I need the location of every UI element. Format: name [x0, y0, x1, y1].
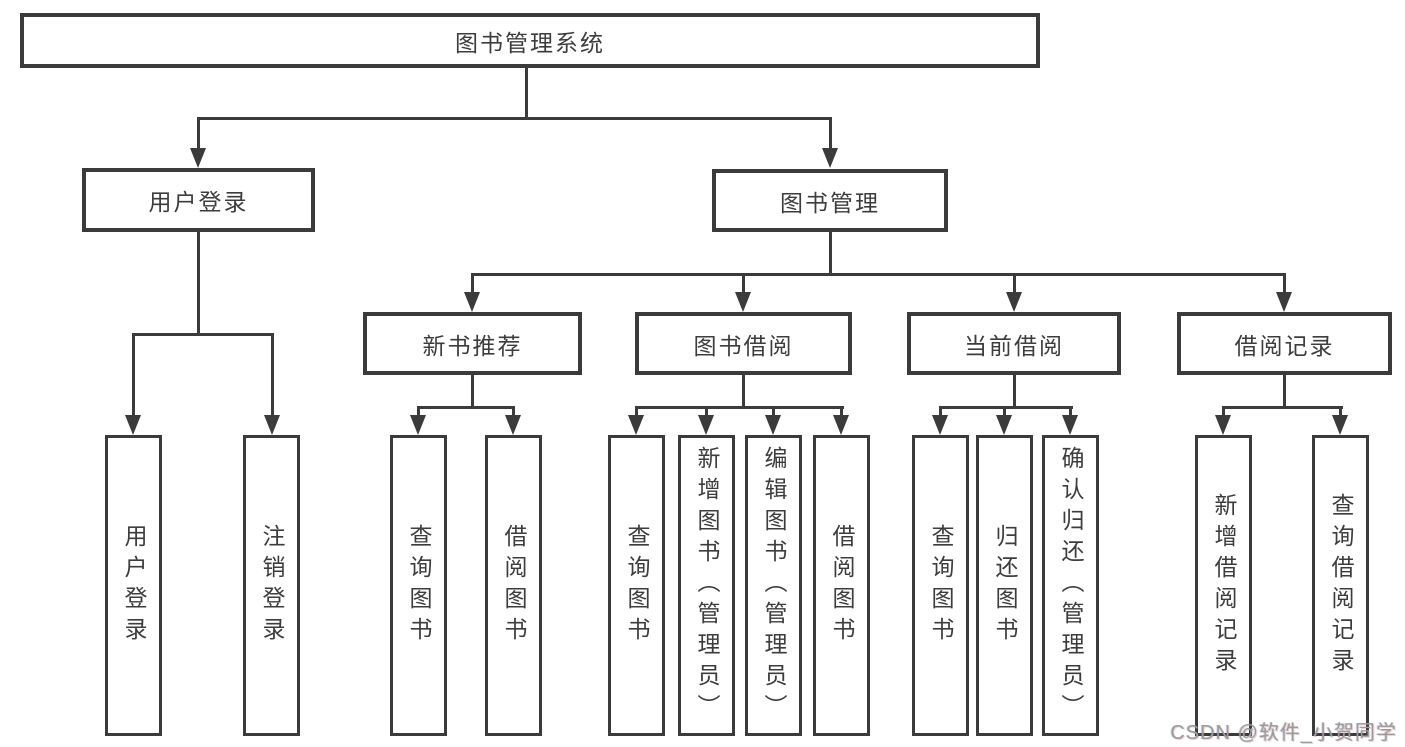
edge-line	[635, 406, 638, 415]
node-label: 新增图书（管理员）	[694, 446, 720, 725]
edge-line	[939, 406, 1073, 409]
arrowhead-icon	[932, 415, 948, 435]
edge-line	[742, 375, 745, 409]
node-label: 图书管理	[780, 189, 880, 216]
edge-line	[1069, 406, 1072, 415]
node-label: 新书推荐	[422, 332, 523, 359]
csdn-watermark: CSDN @软件_小贺同学	[1170, 722, 1397, 744]
leaf-user-login: 用户登录	[105, 435, 162, 736]
edge-line	[1283, 273, 1286, 292]
node-label: 用户登录	[121, 523, 147, 648]
arrowhead-icon	[1332, 415, 1348, 435]
node-current-borrowing: 当前借阅	[907, 312, 1121, 375]
edge-line	[1013, 375, 1016, 409]
node-label: 注销登录	[259, 523, 285, 648]
node-label: 查询图书	[928, 523, 954, 648]
edge-line	[939, 406, 942, 415]
edge-line	[1339, 406, 1342, 415]
arrowhead-icon	[1215, 415, 1231, 435]
leaf-edit-books-admin: 编辑图书（管理员）	[745, 435, 802, 736]
arrowhead-icon	[996, 415, 1012, 435]
arrowhead-icon	[1276, 292, 1292, 312]
edge-line	[471, 375, 474, 409]
arrowhead-icon	[735, 292, 751, 312]
edge-line	[829, 232, 832, 276]
edge-line	[705, 406, 708, 415]
edge-line	[772, 406, 775, 415]
arrowhead-icon	[190, 148, 206, 168]
node-label: 查询图书	[624, 523, 650, 648]
node-label: 查询图书	[406, 523, 432, 648]
edge-line	[829, 117, 832, 148]
edge-line	[1003, 406, 1006, 415]
node-label: 新增借阅记录	[1211, 492, 1237, 679]
edge-line	[1222, 406, 1343, 409]
edge-line	[525, 68, 528, 120]
node-borrowing-records: 借阅记录	[1177, 312, 1392, 375]
node-label: 图书管理系统	[455, 29, 605, 56]
node-label: 图书借阅	[693, 332, 794, 359]
edge-line	[512, 406, 515, 415]
arrowhead-icon	[264, 415, 280, 435]
node-book-management: 图书管理	[712, 169, 948, 232]
leaf-borrow-books: 借阅图书	[813, 435, 870, 736]
node-label: 归还图书	[992, 523, 1018, 648]
leaf-query-books-borrowing: 查询图书	[608, 435, 665, 736]
node-book-borrowing: 图书借阅	[635, 312, 852, 375]
arrowhead-icon	[628, 415, 644, 435]
node-label: 当前借阅	[964, 332, 1064, 359]
leaf-return-books: 归还图书	[976, 435, 1033, 736]
node-label: 用户登录	[148, 189, 249, 215]
edge-line	[635, 406, 844, 409]
leaf-borrow-books-recommend: 借阅图书	[485, 435, 542, 736]
edge-line	[197, 232, 200, 336]
node-new-book-recommend: 新书推荐	[363, 312, 582, 375]
edge-line	[1013, 273, 1016, 292]
arrowhead-icon	[125, 415, 141, 435]
arrowhead-icon	[505, 415, 521, 435]
leaf-add-borrow-record: 新增借阅记录	[1195, 435, 1252, 736]
leaf-query-books-current: 查询图书	[912, 435, 969, 736]
leaf-query-borrow-record: 查询借阅记录	[1312, 435, 1369, 736]
edge-line	[417, 406, 515, 409]
node-user-login: 用户登录	[82, 168, 315, 232]
arrowhead-icon	[1062, 415, 1078, 435]
leaf-add-books-admin: 新增图书（管理员）	[678, 435, 735, 736]
arrowhead-icon	[833, 415, 849, 435]
edge-line	[1222, 406, 1225, 415]
edge-line	[132, 333, 135, 415]
arrowhead-icon	[464, 292, 480, 312]
arrowhead-icon	[822, 148, 838, 168]
node-label: 借阅图书	[829, 523, 855, 648]
edge-line	[742, 273, 745, 292]
arrowhead-icon	[765, 415, 781, 435]
edge-line	[417, 406, 420, 415]
arrowhead-icon	[410, 415, 426, 435]
edge-line	[471, 273, 474, 292]
node-label: 编辑图书（管理员）	[761, 446, 787, 725]
node-label: 借阅图书	[501, 523, 527, 648]
leaf-logout: 注销登录	[243, 435, 300, 736]
edge-line	[840, 406, 843, 415]
edge-line	[197, 117, 200, 148]
edge-line	[197, 117, 832, 120]
leaf-confirm-return-admin: 确认归还（管理员）	[1042, 435, 1099, 736]
arrowhead-icon	[698, 415, 714, 435]
node-label: 借阅记录	[1234, 332, 1335, 359]
node-label: 查询借阅记录	[1328, 492, 1354, 679]
edge-line	[271, 333, 274, 415]
edge-line	[471, 273, 1286, 276]
arrowhead-icon	[1006, 292, 1022, 312]
node-library-management-system: 图书管理系统	[20, 13, 1040, 68]
leaf-query-books-recommend: 查询图书	[390, 435, 447, 736]
edge-line	[1283, 375, 1286, 409]
edge-line	[132, 333, 274, 336]
node-label: 确认归还（管理员）	[1058, 446, 1084, 725]
